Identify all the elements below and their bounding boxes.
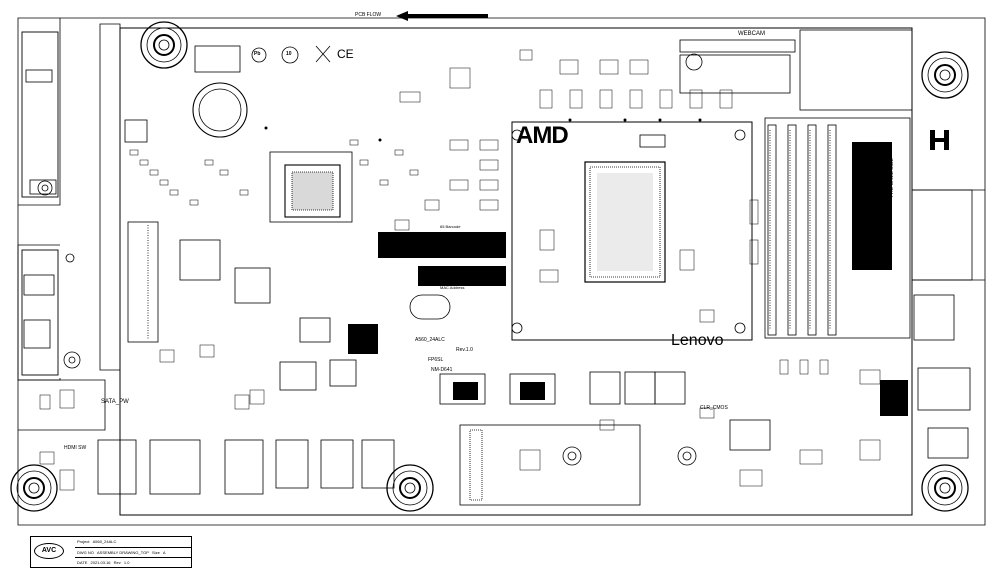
dimm-label-area bbox=[852, 142, 892, 270]
clr-cmos-label: CLR_CMOS bbox=[700, 405, 728, 411]
fp6sl-label: FP6SL bbox=[428, 357, 444, 363]
bios-label: BIOS bbox=[351, 349, 363, 355]
cpu-chip bbox=[584, 161, 666, 283]
right-black-component bbox=[880, 380, 908, 416]
title-key: DWG NO bbox=[77, 550, 94, 555]
io-port-usb-b bbox=[275, 439, 309, 489]
io-port-usb-c bbox=[320, 439, 354, 489]
env-mark-label: 10 bbox=[286, 51, 292, 57]
io-port-usb-a bbox=[224, 439, 264, 495]
pb-mark-label: Pb bbox=[254, 51, 261, 57]
barcode-area bbox=[378, 232, 506, 258]
cmos-battery bbox=[192, 82, 248, 138]
amd-logo: AMD bbox=[516, 122, 569, 149]
model-label: A560_24ALC bbox=[415, 337, 445, 343]
weee-mark bbox=[315, 45, 331, 63]
cpu-socket-area bbox=[511, 121, 753, 341]
io-port-hdmi bbox=[97, 439, 137, 495]
right-io-connector bbox=[911, 189, 973, 281]
bios-chip bbox=[348, 324, 378, 354]
mount-hole-bottom-right bbox=[921, 464, 969, 512]
title-extra-value: A bbox=[162, 550, 166, 555]
mac-address-area bbox=[418, 266, 506, 286]
title-key: Project bbox=[77, 539, 90, 544]
webcam-connector bbox=[679, 39, 796, 53]
title-value: ASSEMBLY DRAWING_TOP bbox=[97, 550, 149, 555]
sata-pw-label: SATA_PW bbox=[101, 399, 129, 405]
title-key: DATE bbox=[77, 560, 88, 565]
title-row-project: Project A560_24ALC bbox=[75, 537, 191, 546]
mount-hole-bottom-left bbox=[10, 464, 58, 512]
mount-hole-top-right bbox=[921, 51, 969, 99]
company-logo: AVC bbox=[34, 543, 64, 559]
env-mark bbox=[281, 46, 299, 64]
title-block: AVC Project A560_24ALC DWG NO ASSEMBLY D… bbox=[30, 536, 192, 568]
title-extra-value: 1.0 bbox=[123, 560, 130, 565]
ce-mark: CE bbox=[337, 47, 354, 61]
nm-label: NM-D641 bbox=[431, 367, 453, 373]
title-value: 2021.03.16 bbox=[90, 560, 111, 565]
barcode-label: 65 Barcode bbox=[440, 224, 461, 229]
pb-free-mark bbox=[251, 47, 267, 63]
dimm-slots bbox=[764, 117, 911, 339]
webcam-label: WEBCAM bbox=[738, 31, 765, 37]
lenovo-logo: Lenovo bbox=[671, 332, 724, 349]
rev-label: Rev.1.0 bbox=[456, 347, 473, 353]
io-port-rj45 bbox=[149, 439, 201, 495]
mac-address-label: MAC Address bbox=[440, 285, 465, 290]
pcb-flow-label: PCB FLOW bbox=[355, 12, 382, 18]
dimm-side-label: FRU SAME SIDE bbox=[889, 158, 895, 197]
title-extra-key: Size bbox=[152, 550, 160, 555]
title-row-dwg: DWG NO ASSEMBLY DRAWING_TOP Size A bbox=[75, 547, 191, 557]
mount-hole-top-left bbox=[140, 21, 188, 69]
hdmi-sw-label: HDMI SW bbox=[64, 445, 87, 451]
title-extra-key: Rev bbox=[113, 560, 121, 565]
title-value: A560_24ALC bbox=[92, 539, 117, 544]
io-port-usb-d bbox=[361, 439, 395, 489]
pcb-flow-arrow bbox=[396, 11, 488, 21]
title-row-date: DATE 2021.03.16 Rev 1.0 bbox=[75, 557, 191, 567]
